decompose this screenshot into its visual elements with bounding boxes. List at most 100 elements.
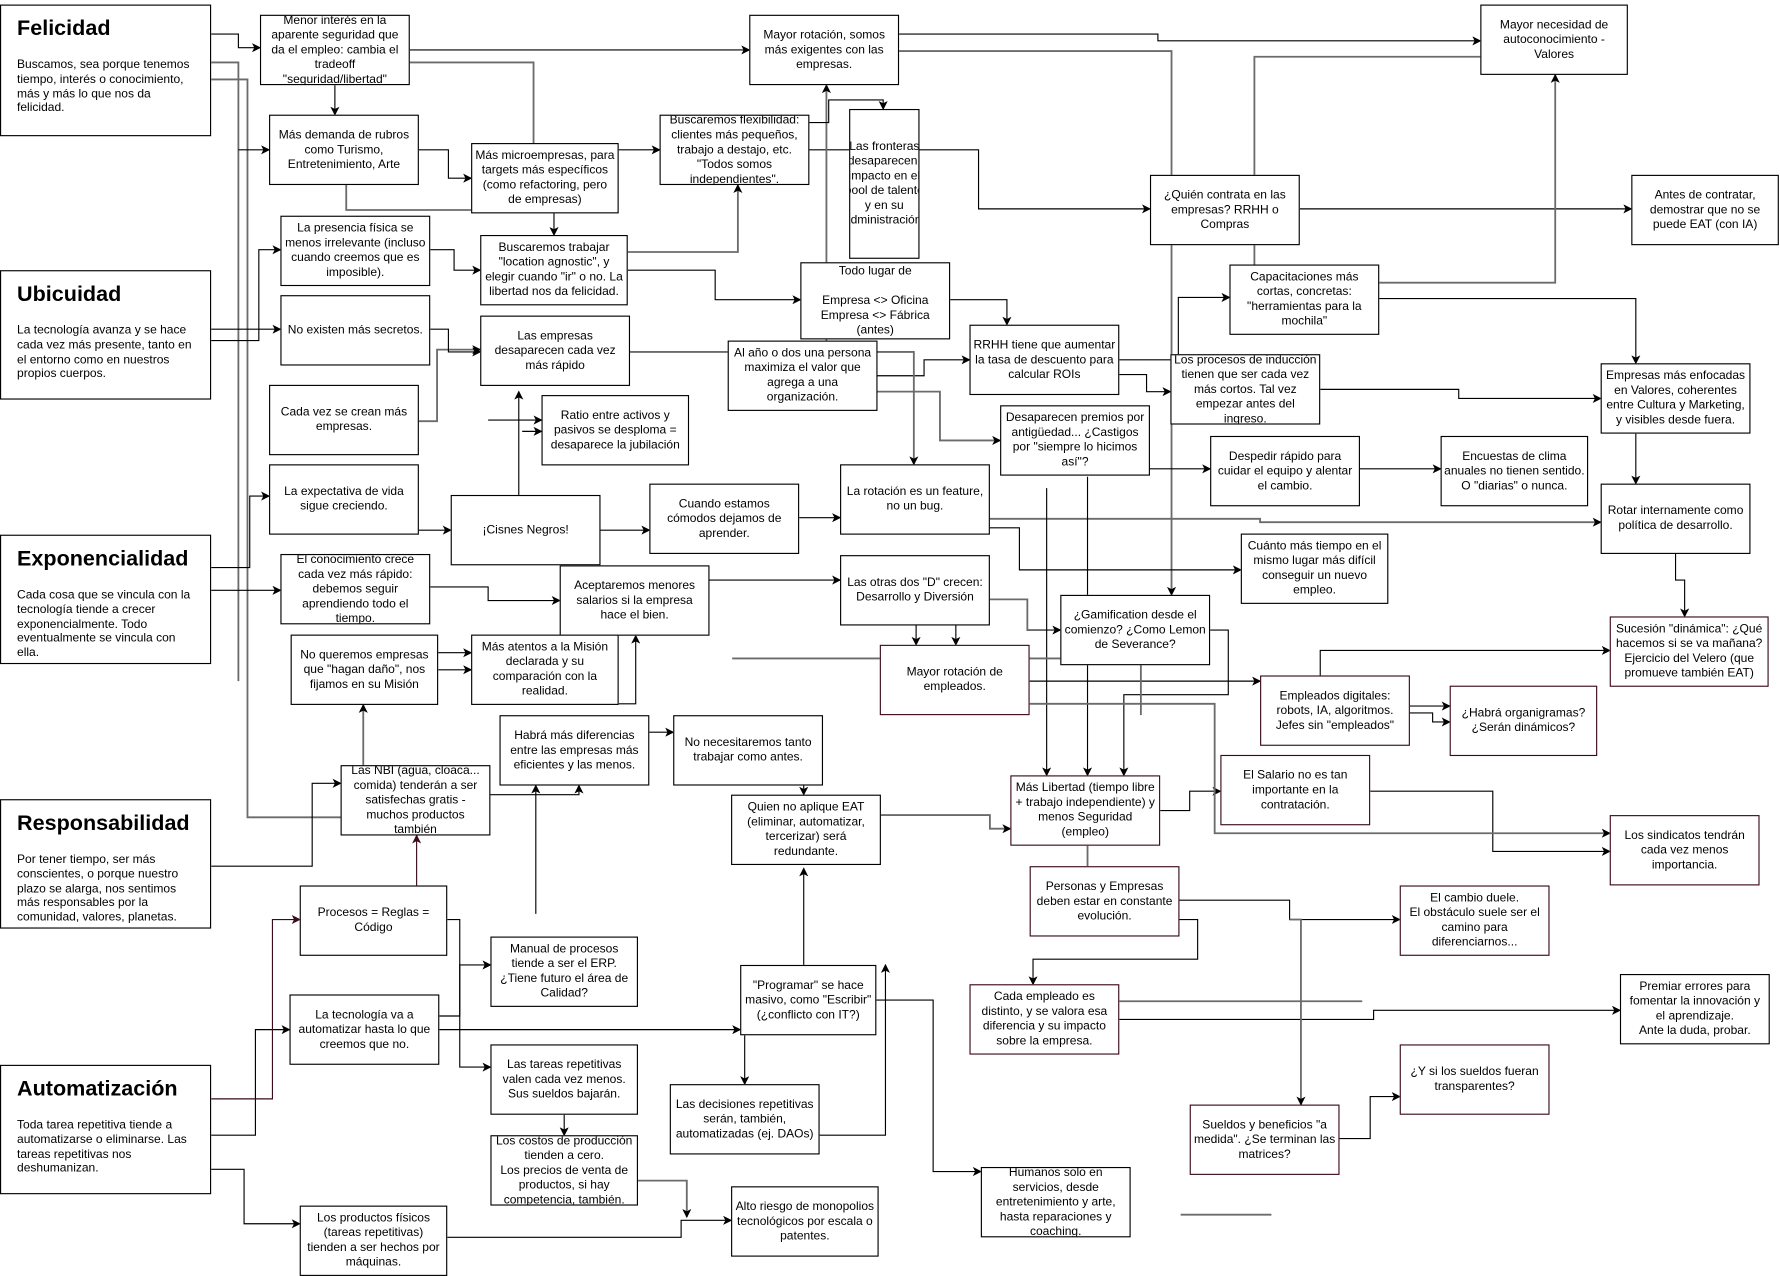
connector-arrow [989, 527, 1242, 575]
connector-arrow [1028, 918, 1199, 986]
node-tareas-repetitivas[interactable]: Las tareas repetitivas valen cada vez me… [490, 1044, 638, 1115]
node-habra-organigramas[interactable]: ¿Habrá organigramas? ¿Serán dinámicos? [1449, 685, 1598, 757]
node-expectativa-vida[interactable]: La expectativa de vida sigue creciendo. [269, 464, 419, 535]
node-programar-masivo[interactable]: "Programar" se hace masivo, como "Escrib… [740, 964, 877, 1036]
node-conocimiento-crece[interactable]: El conocimiento crece cada vez más rápid… [280, 553, 431, 625]
node-antes-de-contratar[interactable]: Antes de contratar, demostrar que no se … [1631, 174, 1779, 246]
node-mayor-autoconocimiento[interactable]: Mayor necesidad de autoconocimiento - Va… [1480, 4, 1628, 75]
node-cuando-comodos[interactable]: Cuando estamos cómodos dejamos de aprend… [649, 483, 800, 554]
node-mas-libertad[interactable]: Más Libertad (tiempo libre + trabajo ind… [1010, 775, 1161, 846]
node-rotar-internamente[interactable]: Rotar internamente como política de desa… [1600, 483, 1751, 554]
node-procesos-reglas-codigo[interactable]: Procesos = Reglas = Código [299, 885, 448, 956]
node-gamification[interactable]: ¿Gamification desde el comienzo? ¿Como L… [1060, 594, 1211, 666]
connector-arrow [899, 33, 1482, 46]
node-se-crean-mas-empresas[interactable]: Cada vez se crean más empresas. [269, 384, 419, 456]
connector-arrow [211, 1025, 291, 1136]
category-title: Felicidad [17, 17, 111, 41]
connector-arrow [211, 914, 301, 1100]
connector-arrow [637, 1179, 692, 1219]
node-tecnologia-automatizar[interactable]: La tecnología va a automatizar hasta lo … [289, 994, 440, 1065]
node-productos-fisicos[interactable]: Los productos físicos (tareas repetitiva… [299, 1205, 448, 1276]
node-al-ano-o-dos[interactable]: Al año o dos una persona maximiza el val… [727, 340, 878, 411]
connector-arrow [1320, 388, 1602, 403]
node-mayor-rotacion-exigentes[interactable]: Mayor rotación, somos más exigentes con … [749, 14, 900, 86]
node-no-queremos-empresas[interactable]: No queremos empresas que "hagan daño", n… [290, 634, 439, 705]
node-mas-demanda-rubros[interactable]: Más demanda de rubros como Turismo, Entr… [269, 114, 419, 186]
node-sueldos-transparentes[interactable]: ¿Y si los sueldos fueran transparentes? [1399, 1044, 1550, 1115]
node-menor-interes[interactable]: Menor interés en la aparente seguridad q… [259, 14, 410, 86]
connector-arrow [627, 269, 802, 305]
node-sucesion-dinamica[interactable]: Sucesión "dinámica": ¿Qué hacemos si se … [1609, 616, 1769, 687]
category-title: Responsabilidad [17, 811, 190, 836]
connector-arrow [211, 33, 262, 53]
node-ratio-activos-pasivos[interactable]: Ratio entre activos y pasivos se desplom… [541, 395, 690, 466]
node-nbi-gratis[interactable]: Las NBI (agua, cloaca... comida) tenderá… [340, 765, 491, 836]
node-desaparecen-premios[interactable]: Desaparecen premios por antigüedad... ¿C… [1000, 405, 1150, 476]
node-location-agnostic[interactable]: Buscaremos trabajar "location agnostic",… [480, 234, 628, 306]
connector-arrow [430, 249, 482, 275]
node-cisnes-negros[interactable]: ¡Cisnes Negros! [450, 494, 601, 566]
node-procesos-induccion[interactable]: Los procesos de inducción tienen que ser… [1170, 354, 1321, 425]
node-encuestas-clima[interactable]: Encuestas de clima anuales no tienen sen… [1440, 435, 1589, 507]
node-empresas-desaparecen[interactable]: Las empresas desaparecen cada vez más rá… [480, 315, 631, 386]
node-sindicatos[interactable]: Los sindicatos tendrán cada vez menos im… [1609, 815, 1760, 886]
connector-arrow [877, 355, 971, 377]
node-premiar-errores[interactable]: Premiar errores para fomentar la innovac… [1619, 974, 1770, 1045]
connector-arrow [1119, 292, 1231, 361]
connector-arrow [1029, 702, 1611, 838]
node-cada-empleado-distinto[interactable]: Cada empleado es distinto, y se valora e… [969, 984, 1120, 1055]
node-rrhh-tasa-descuento[interactable]: RRHH tiene que aumentar la tasa de descu… [969, 324, 1120, 396]
node-fronteras-desaparecen[interactable]: Las fronteras desaparecen, impacto en el… [849, 108, 920, 259]
node-humanos-servicios[interactable]: Humanos solo en servicios, desde entrete… [980, 1166, 1131, 1238]
connector-arrow [876, 999, 982, 1177]
connector-arrow [1119, 1005, 1622, 1020]
node-quien-no-aplique-eat[interactable]: Quien no aplique EAT (eliminar, automati… [731, 794, 881, 866]
connector-arrow [950, 299, 1012, 326]
connector-arrow [1339, 1092, 1401, 1140]
connector-arrow [1119, 374, 1172, 397]
node-presencia-fisica[interactable]: La presencia física se menos irrelevante… [280, 215, 431, 287]
connector-arrow [409, 61, 535, 144]
node-aceptaremos-menores-salarios[interactable]: Aceptaremos menores salarios si la empre… [559, 565, 710, 636]
node-empleados-digitales[interactable]: Empleados digitales: robots, IA, algorit… [1260, 675, 1410, 746]
node-costos-produccion[interactable]: Los costos de producción tienden a cero.… [490, 1135, 638, 1206]
node-cambio-duele[interactable]: El cambio duele. El obstáculo suele ser … [1399, 885, 1550, 956]
node-mayor-rotacion-empleados[interactable]: Mayor rotación de empleados. [879, 644, 1030, 716]
node-personas-empresas-evolucion[interactable]: Personas y Empresas deben estar en const… [1029, 866, 1180, 937]
connector-arrow [819, 963, 890, 1136]
connector-arrow [418, 149, 473, 183]
node-cuanto-mas-tiempo[interactable]: Cuánto más tiempo en el mismo lugar más … [1240, 533, 1389, 604]
connector-arrow [809, 99, 888, 124]
node-atentos-mision[interactable]: Más atentos a la Misión declarada y su c… [471, 634, 619, 705]
connector-arrow [989, 598, 1062, 635]
node-no-mas-secretos[interactable]: No existen más secretos. [280, 295, 431, 366]
node-salario-no-importante[interactable]: El Salario no es tan importante en la co… [1220, 754, 1371, 826]
connector-arrow [1379, 297, 1641, 365]
node-buscaremos-flexibilidad[interactable]: Buscaremos flexibilidad: clientes más pe… [659, 114, 810, 186]
node-otras-dos-d[interactable]: Las otras dos "D" crecen: Desarrollo y D… [840, 555, 990, 626]
node-capacitaciones-cortas[interactable]: Capacitaciones más cortas, concretas: "h… [1229, 264, 1380, 335]
node-despedir-rapido[interactable]: Despedir rápido para cuidar el equipo y … [1210, 435, 1360, 507]
node-sueldos-a-medida[interactable]: Sueldos y beneficios "a medida". ¿Se ter… [1189, 1104, 1340, 1175]
connector-arrow [1409, 712, 1451, 727]
category-title: Exponencialidad [17, 547, 189, 572]
connector-arrow [211, 778, 342, 867]
node-mas-diferencias-empresas[interactable]: Habrá más diferencias entre las empresas… [499, 715, 650, 786]
connector-arrow [345, 185, 472, 211]
category-description: Cada cosa que se vincula con la tecnolog… [17, 588, 191, 660]
node-rotacion-feature[interactable]: La rotación es un feature, no un bug. [840, 464, 990, 535]
connector-arrow [447, 1215, 733, 1238]
node-empresas-enfocadas-valores[interactable]: Empresas más enfocadas en Valores, coher… [1600, 363, 1751, 434]
node-mas-microempresas[interactable]: Más microempresas, para targets más espe… [471, 143, 619, 214]
node-decisiones-repetitivas[interactable]: Las decisiones repetitivas serán, tambié… [669, 1084, 820, 1155]
node-manual-procesos-erp[interactable]: Manual de procesos tiende a ser el ERP. … [490, 936, 638, 1007]
node-no-necesitaremos-trabajar[interactable]: No necesitaremos tanto trabajar como ant… [673, 715, 824, 786]
node-quien-contrata[interactable]: ¿Quién contrata en las empresas? RRHH o … [1149, 174, 1300, 246]
node-todo-lugar[interactable]: Todo lugar de Empresa <> Oficina Empresa… [800, 262, 951, 340]
node-monopolios-tecnologicos[interactable]: Alto riesgo de monopolios tecnológicos p… [731, 1186, 879, 1257]
